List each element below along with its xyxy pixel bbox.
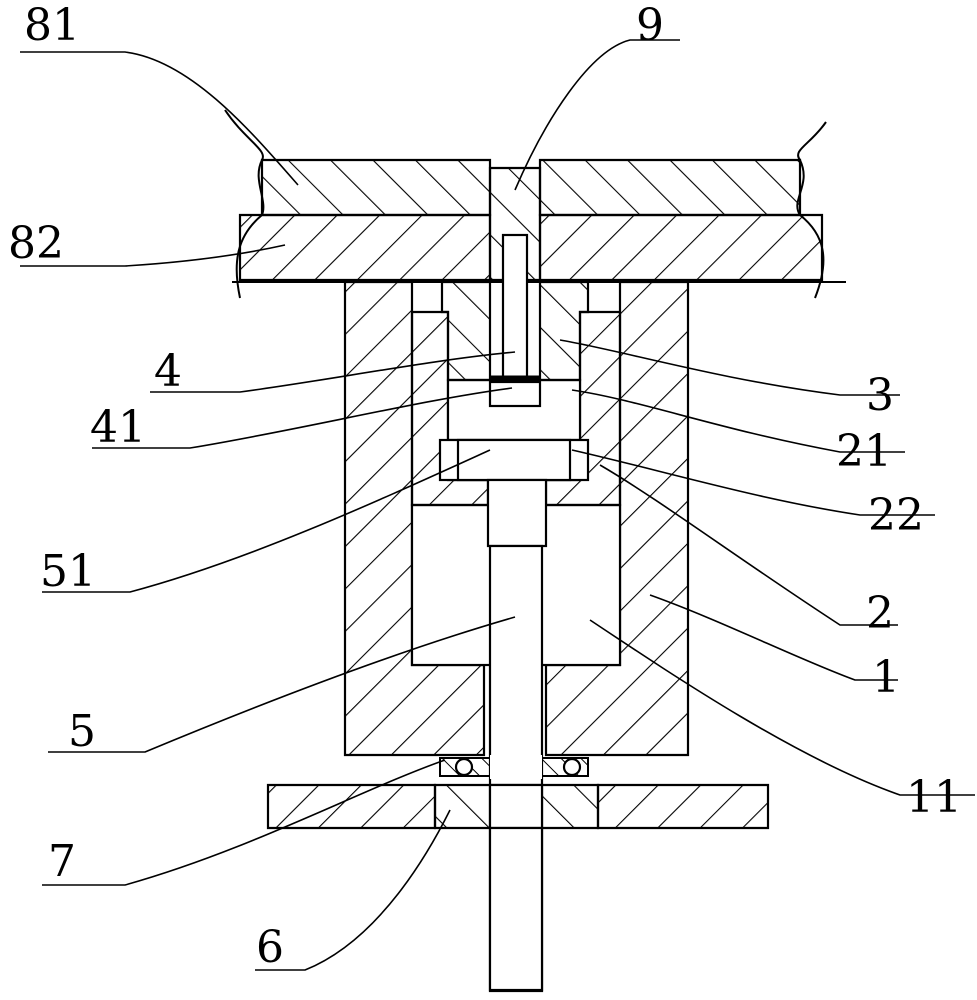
label-7: 7	[48, 836, 76, 887]
label-6: 6	[256, 922, 284, 973]
leader-81	[20, 52, 298, 185]
label-11: 11	[906, 772, 962, 823]
hub-6-bore	[490, 785, 542, 828]
label-3: 3	[866, 370, 894, 421]
bearing-ball-left	[456, 759, 472, 775]
label-1: 1	[872, 652, 900, 703]
label-5: 5	[68, 706, 96, 757]
pin-4	[503, 235, 527, 378]
shaft-5-bottom	[490, 828, 542, 990]
label-81: 81	[24, 0, 80, 51]
plate-81-right	[540, 160, 800, 215]
label-4: 4	[154, 346, 182, 397]
label-9: 9	[636, 0, 664, 51]
block-3-right	[540, 282, 588, 380]
bearing-gap	[490, 755, 542, 779]
block-3	[442, 282, 490, 380]
gear-7-right	[598, 785, 768, 828]
label-22: 22	[868, 490, 924, 541]
disc-51	[458, 440, 570, 480]
shaft-5	[488, 480, 546, 546]
label-82: 82	[8, 218, 64, 269]
head-41	[490, 382, 540, 406]
gear-7	[268, 785, 435, 828]
label-21: 21	[836, 426, 892, 477]
plate-82-right	[540, 215, 822, 280]
plate-82	[240, 215, 490, 280]
bearing-ball-right	[564, 759, 580, 775]
label-51: 51	[40, 546, 96, 597]
label-41: 41	[90, 402, 146, 453]
plate-81	[262, 160, 490, 215]
leader-6	[255, 810, 450, 970]
label-2: 2	[866, 588, 894, 639]
